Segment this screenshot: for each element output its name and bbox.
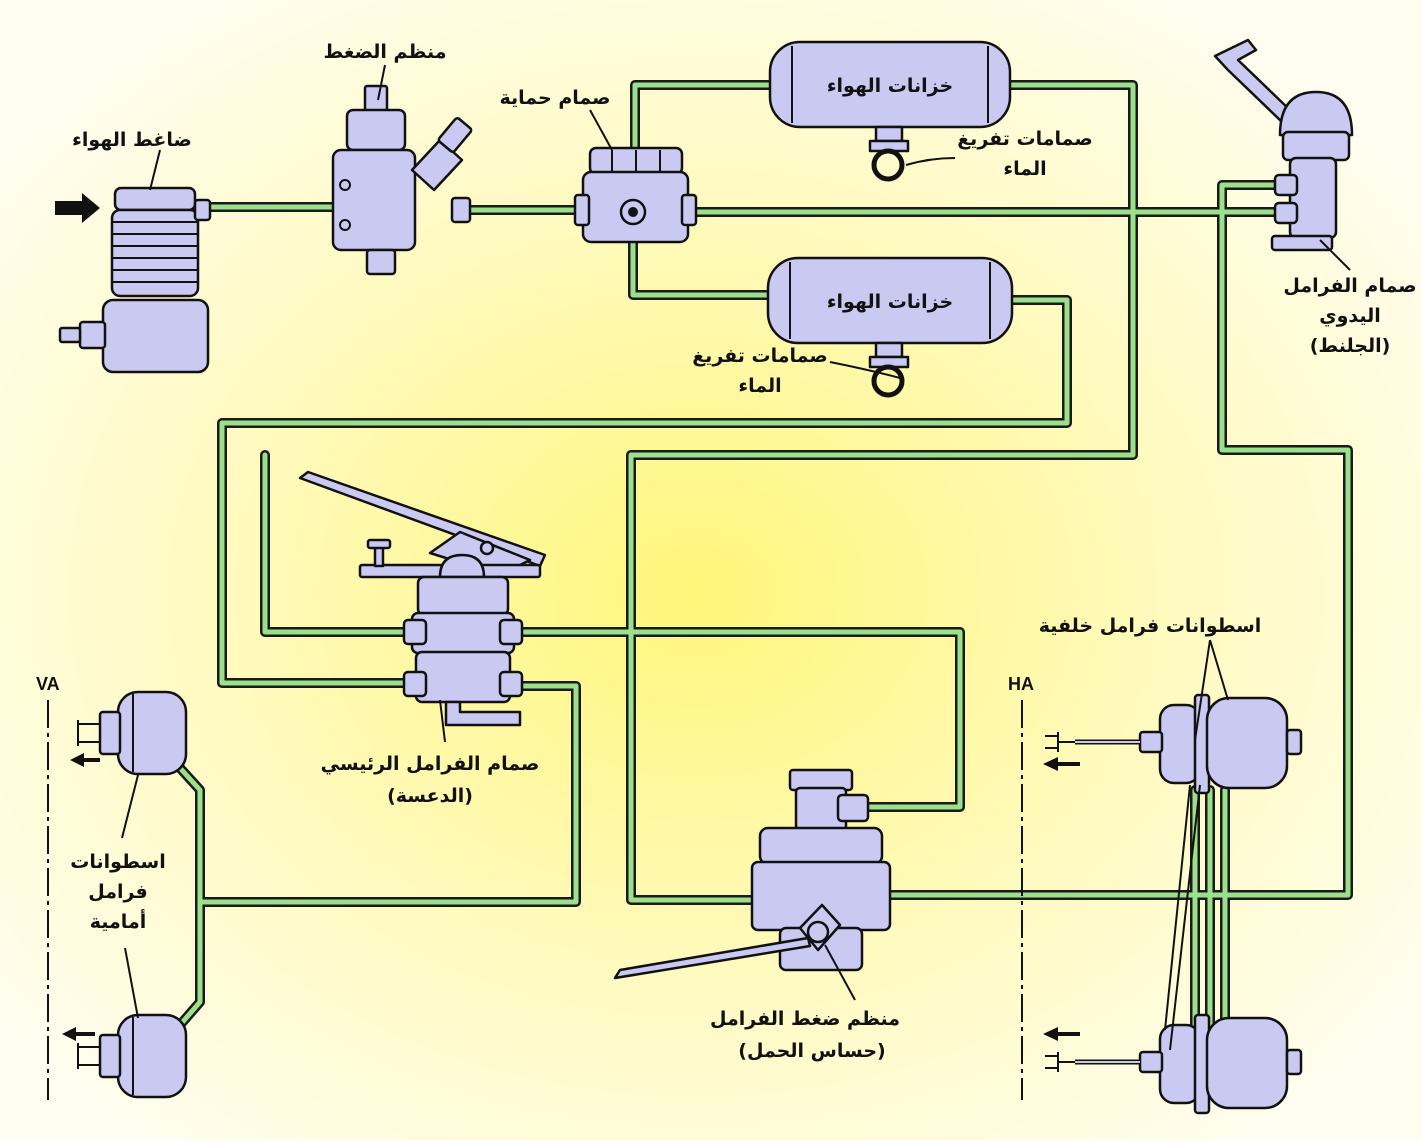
- drain-valves-bottom-label-2: الماء: [738, 375, 781, 397]
- protection-valve-icon: [575, 148, 696, 242]
- hand-brake-label-1: صمام الفرامل: [1283, 275, 1416, 297]
- front-cylinders-label-3: أمامية: [90, 909, 146, 933]
- rear-axle-label: HA: [1008, 674, 1034, 694]
- rear-cylinders-label: اسطوانات فرامل خلفية: [1039, 615, 1262, 637]
- pressure-regulator-label: منظم الضغط: [324, 41, 447, 63]
- front-axle-label: VA: [36, 674, 60, 694]
- main-brake-label-1: صمام الفرامل الرئيسي: [321, 753, 540, 775]
- hand-brake-label-2: اليدوي: [1319, 305, 1381, 328]
- air-tank-bottom-label: خزانات الهواء: [827, 291, 953, 313]
- drain-valves-bottom-label-1: صمامات تفريغ: [692, 345, 828, 367]
- protection-valve-label: صمام حماية: [500, 87, 611, 109]
- load-sensor-label-1: منظم ضغط الفرامل: [710, 1008, 900, 1030]
- front-cylinders-label-2: فرامل: [88, 881, 148, 903]
- air-tank-top-label: خزانات الهواء: [827, 75, 953, 97]
- drain-valves-top-label-2: الماء: [1003, 158, 1046, 180]
- load-sensor-label-2: (حساس الحمل): [738, 1040, 885, 1062]
- main-brake-label-2: (الدعسة): [387, 785, 473, 807]
- front-cylinders-label-1: اسطوانات: [70, 851, 166, 873]
- hand-brake-label-3: (الجلنط): [1310, 335, 1391, 357]
- air-compressor-label: ضاغط الهواء: [72, 129, 192, 151]
- drain-valves-top-label-1: صمامات تفريغ: [957, 128, 1093, 150]
